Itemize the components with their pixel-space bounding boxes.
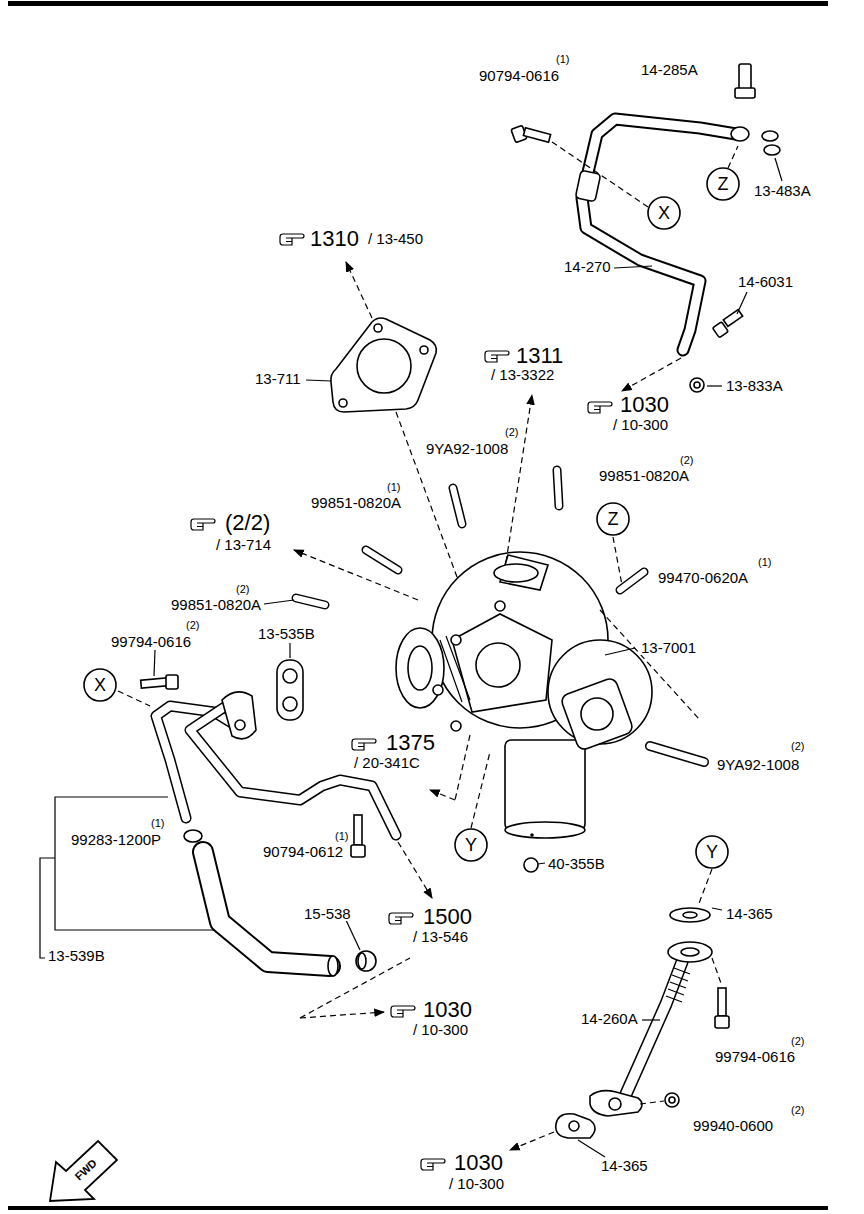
part-number: 14-365 <box>600 1158 649 1173</box>
part-number: 90794-0612 <box>262 844 344 859</box>
callout-letter: Z <box>608 510 619 528</box>
figure-reference: 1311 <box>515 345 564 367</box>
part-number: 15-538 <box>303 906 352 921</box>
quantity-note: (1) <box>757 557 772 568</box>
callout-letter: Y <box>465 836 477 854</box>
quantity-note: (1) <box>334 831 349 842</box>
part-number: / 10-300 <box>412 1022 469 1037</box>
gasket <box>331 318 437 412</box>
figure-reference: 1030 <box>619 394 670 416</box>
part-number: / 10-300 <box>612 417 669 432</box>
direction-mark: FWD <box>72 1157 99 1183</box>
part-number: 13-7001 <box>640 640 697 655</box>
figure-reference: (2/2) <box>224 512 271 534</box>
part-number: 13-483A <box>753 183 812 198</box>
part-number: 14-260A <box>580 1011 639 1026</box>
quantity-note: (2) <box>185 620 200 631</box>
callout-letter: Y <box>706 843 718 861</box>
part-number: 13-711 <box>254 371 302 386</box>
figure-reference: 1310 <box>309 228 360 250</box>
oil-pipe-lower <box>141 660 396 976</box>
exhaust-pipe <box>556 908 729 1138</box>
part-number: 9YA92-1008 <box>425 441 509 456</box>
part-number: / 13-3322 <box>490 367 555 382</box>
part-number: / 13-546 <box>412 929 469 944</box>
figure-reference: 1375 <box>385 732 436 754</box>
part-number: 99851-0820A <box>170 597 262 612</box>
callout-letter: X <box>94 676 106 694</box>
part-number: 99794-0616 <box>714 1049 796 1064</box>
part-number: 13-833A <box>725 378 784 393</box>
callout-circle: Z <box>596 502 630 536</box>
part-number: / 20-341C <box>353 755 421 770</box>
figure-reference: 1030 <box>453 1152 504 1174</box>
part-number: 14-270 <box>563 259 612 274</box>
part-number: 99794-0616 <box>110 634 192 649</box>
callout-circle: Y <box>695 835 729 869</box>
part-number: 99283-1200P <box>70 832 162 847</box>
part-number: 90794-0616 <box>478 68 560 83</box>
frame-bar <box>8 1 828 6</box>
forward-arrow <box>50 1141 117 1201</box>
callout-circle: X <box>83 668 117 702</box>
quantity-note: (2) <box>235 584 250 595</box>
quantity-note: (1) <box>386 482 401 493</box>
callout-circle: Z <box>706 167 740 201</box>
part-number: 40-355B <box>547 856 606 871</box>
callout-letter: X <box>658 204 670 222</box>
callout-circle: X <box>647 196 681 230</box>
quantity-note: (2) <box>790 741 805 752</box>
stud <box>296 470 704 872</box>
figure-reference: 1030 <box>422 999 473 1021</box>
callout-letter: Z <box>718 175 729 193</box>
part-number: 13-539B <box>47 948 106 963</box>
frame-bar <box>8 1206 828 1210</box>
part-number: 14-6031 <box>737 274 794 289</box>
quantity-note: (2) <box>790 1036 805 1047</box>
part-number: / 13-714 <box>215 537 272 552</box>
quantity-note: (1) <box>555 54 570 65</box>
callout-circle: Y <box>454 828 488 862</box>
oil-pipe-upper <box>511 64 780 392</box>
part-number: / 10-300 <box>448 1176 505 1191</box>
figure-reference: 1500 <box>422 906 473 928</box>
part-number: 14-365 <box>725 906 774 921</box>
quantity-note: (2) <box>790 1105 805 1116</box>
turbocharger <box>396 552 652 838</box>
part-number: / 13-450 <box>367 231 424 246</box>
part-number: 9YA92-1008 <box>716 757 800 772</box>
quantity-note: (2) <box>504 427 519 438</box>
part-number: 99940-0600 <box>692 1118 774 1133</box>
part-number: 13-535B <box>257 626 316 641</box>
quantity-note: (1) <box>150 818 165 829</box>
part-number: 99851-0820A <box>598 468 690 483</box>
part-number: 99470-0620A <box>657 570 749 585</box>
quantity-note: (2) <box>679 455 694 466</box>
part-number: 14-285A <box>640 62 699 77</box>
part-number: 99851-0820A <box>310 495 402 510</box>
